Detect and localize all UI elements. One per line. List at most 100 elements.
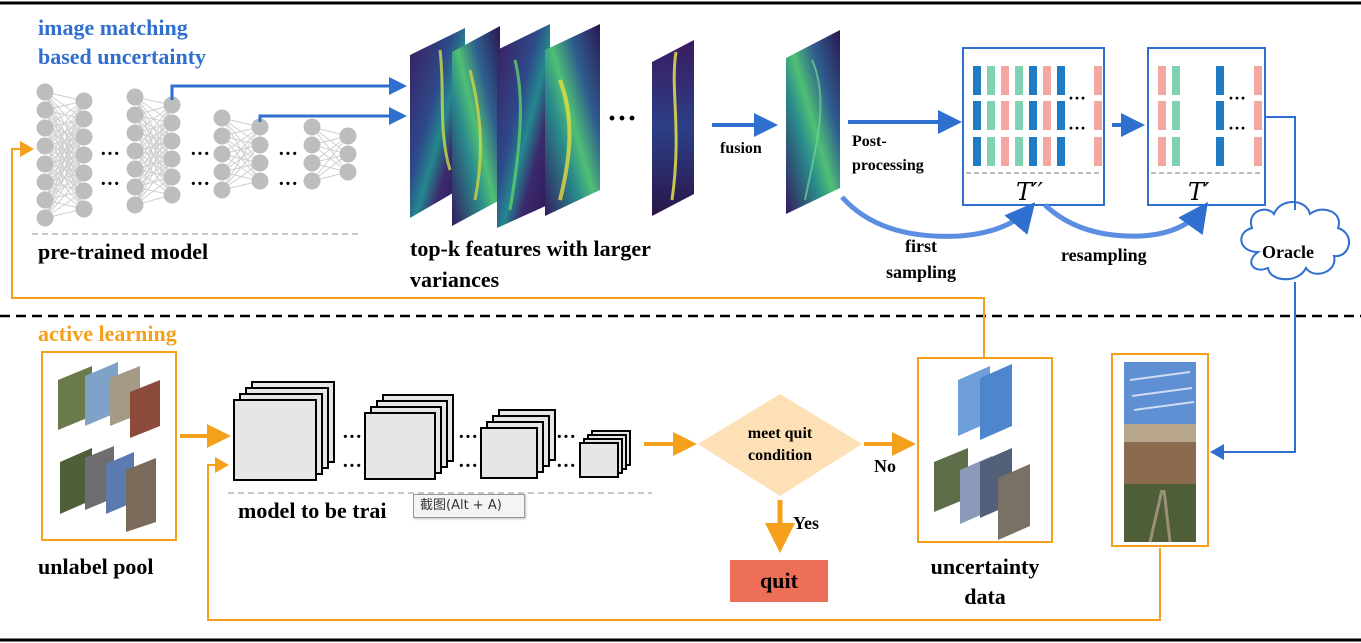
t-prime-to-oracle-line — [1265, 116, 1296, 210]
network-edge — [134, 140, 173, 206]
network-ellipsis-5: ··· — [278, 143, 298, 165]
network-ellipsis-1: ··· — [100, 143, 120, 165]
model-ellipsis-3: ··· — [458, 426, 478, 448]
sample-bar — [1029, 137, 1037, 166]
network-node — [251, 154, 269, 172]
model-layer-block — [233, 399, 317, 481]
quit-box — [730, 560, 828, 602]
t-prime-bars — [1158, 66, 1262, 166]
network-edge — [221, 126, 261, 191]
network-node — [126, 178, 144, 196]
features-label-line1: top-k features with larger — [410, 236, 651, 261]
model-ellipsis-4: ··· — [458, 455, 478, 477]
network-node — [75, 92, 93, 110]
feature-maps-ellipsis: ··· — [607, 102, 637, 135]
feature-map-3 — [497, 24, 550, 228]
pool-image-5 — [60, 448, 92, 514]
network-node — [36, 191, 54, 209]
network-edge — [44, 100, 85, 147]
network-node — [163, 132, 181, 150]
sample-bar — [973, 66, 981, 95]
network-edge — [311, 135, 349, 182]
model-layer-block — [364, 412, 436, 480]
pool-image-1 — [58, 366, 92, 430]
unlabel-pool-images — [58, 362, 160, 532]
resampled-bar — [1172, 137, 1180, 166]
sample-bar — [987, 137, 995, 166]
model-ellipsis-5: ··· — [556, 426, 576, 448]
decision-label-line2: condition — [748, 447, 812, 464]
decision-label-line1: meet quit — [748, 425, 813, 442]
model-layer-block — [480, 427, 538, 479]
network-node — [126, 196, 144, 214]
network-ellipsis-6: ··· — [278, 173, 298, 195]
labeled-image-planes-trails — [1129, 371, 1195, 411]
fused-feature-highlight — [804, 59, 822, 201]
t-prime-ellipsis-1: ··· — [1228, 88, 1246, 108]
network-node — [213, 145, 231, 163]
network-node — [339, 163, 357, 181]
uncertainty-label-line2: data — [964, 584, 1006, 609]
t-double-prime-label: T′′ — [1016, 178, 1043, 206]
sample-bar — [1057, 101, 1065, 130]
network-node — [75, 110, 93, 128]
t-double-prime-ellipsis-1: ··· — [1068, 88, 1086, 108]
no-label: No — [874, 456, 896, 476]
network-node — [213, 181, 231, 199]
network-node — [303, 118, 321, 136]
feature-map-3-highlight — [508, 59, 522, 211]
pretrained-network — [36, 83, 357, 227]
resampled-bar — [1158, 66, 1166, 95]
resampled-bar — [1216, 66, 1224, 95]
network-node — [75, 164, 93, 182]
screenshot-tooltip: 截图(Alt + A) — [413, 494, 525, 518]
first-sampling-label-line1: first — [905, 236, 937, 256]
network-node — [126, 160, 144, 178]
labeled-image-railway-track — [1148, 489, 1172, 543]
sample-bar — [1057, 66, 1065, 95]
network-node — [75, 200, 93, 218]
network-node — [36, 137, 54, 155]
network-node — [163, 150, 181, 168]
fusion-label: fusion — [720, 140, 762, 157]
network-node — [339, 127, 357, 145]
network-ellipsis-2: ··· — [100, 173, 120, 195]
first-sampling-label-line2: sampling — [886, 262, 956, 282]
resampled-bar — [1216, 101, 1224, 130]
network-edge — [134, 104, 173, 170]
t-prime-label: T′ — [1188, 178, 1210, 206]
model-ellipsis-2: ··· — [342, 455, 362, 477]
t-prime-ellipsis-2: ··· — [1228, 118, 1246, 138]
pool-image-4 — [130, 380, 160, 438]
network-edge — [44, 154, 85, 219]
sample-bar — [1029, 66, 1037, 95]
uncertainty-image-6 — [998, 464, 1030, 540]
network-node — [75, 128, 93, 146]
network-edge — [134, 158, 173, 206]
quit-label: quit — [760, 568, 799, 593]
t-double-prime-bars — [973, 66, 1102, 166]
resampled-bar — [1254, 137, 1262, 166]
sample-bar — [1015, 137, 1023, 166]
network-node — [163, 186, 181, 204]
network-node — [213, 163, 231, 181]
network-edge — [221, 126, 261, 173]
sample-bar — [1094, 101, 1102, 130]
network-node — [126, 142, 144, 160]
feedback-loop-arrow — [11, 141, 985, 358]
network-node — [36, 83, 54, 101]
network-node — [36, 173, 54, 191]
network-node — [36, 155, 54, 173]
uncertainty-image-3 — [934, 448, 968, 512]
sample-bar — [973, 137, 981, 166]
uncertainty-image-2 — [980, 364, 1012, 440]
sample-bar — [1001, 101, 1009, 130]
section-title-line1: image matching — [38, 15, 188, 40]
oracle-cloud — [1240, 201, 1350, 281]
first-sampling-arrow — [840, 195, 1036, 239]
network-node — [163, 168, 181, 186]
network-node — [163, 114, 181, 132]
uncertainty-label-line1: uncertainty — [931, 554, 1040, 579]
feature-map-2 — [452, 26, 500, 226]
sample-bar — [987, 101, 995, 130]
